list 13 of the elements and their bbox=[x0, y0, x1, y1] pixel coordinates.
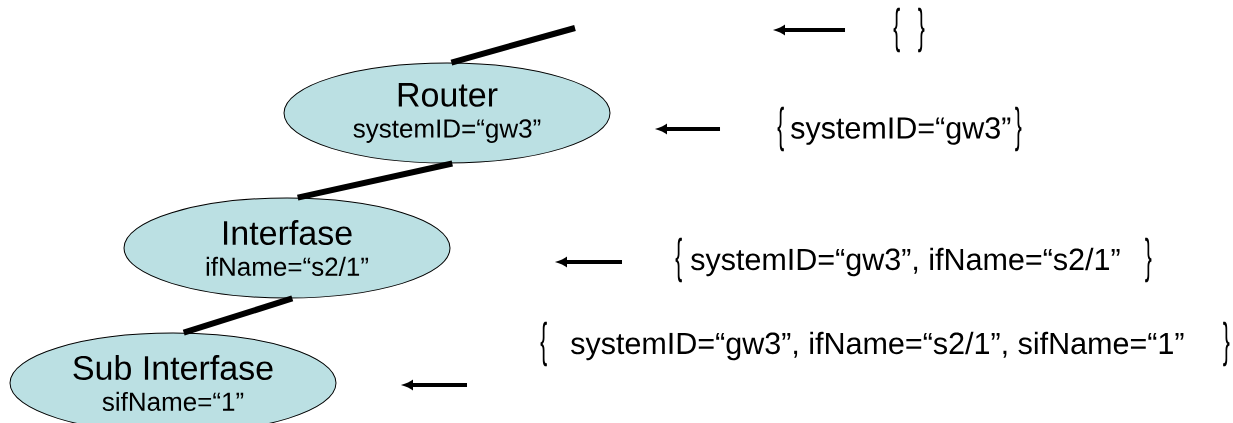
link-line bbox=[182, 295, 294, 336]
brace: } bbox=[1145, 237, 1152, 283]
brace: { bbox=[675, 237, 682, 283]
brace: { bbox=[893, 7, 900, 53]
link-line bbox=[450, 25, 576, 66]
brace: } bbox=[1223, 321, 1230, 367]
key-set: systemID=“gw3”, ifName=“s2/1” bbox=[691, 247, 1120, 277]
key-set: systemID=“gw3”, ifName=“s2/1”, sifName=“1” bbox=[571, 331, 1184, 361]
brace: { bbox=[540, 321, 547, 367]
brace: { bbox=[777, 106, 784, 152]
key-set: systemID=“gw3” bbox=[791, 117, 1011, 145]
brace: } bbox=[1015, 106, 1022, 152]
brace: } bbox=[918, 7, 925, 53]
